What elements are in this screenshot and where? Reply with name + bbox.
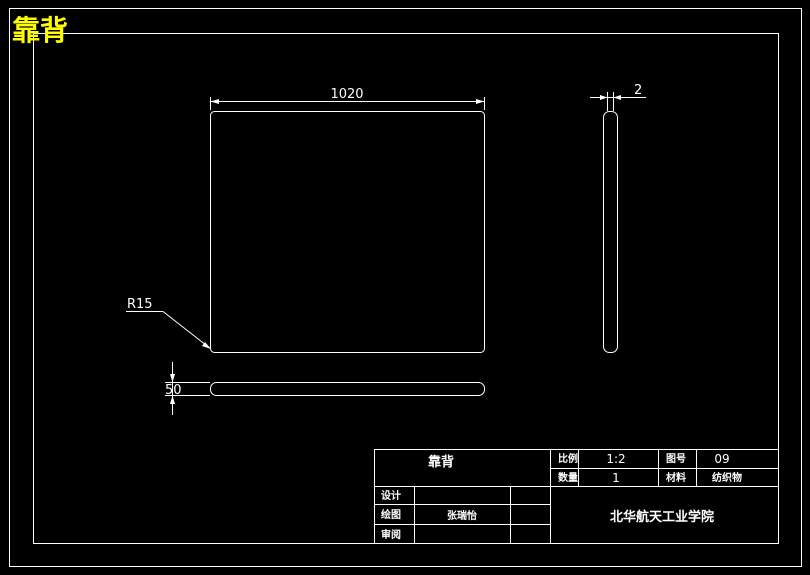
outer-border [9,8,802,567]
drawing-no-value: 09 [714,452,729,466]
thickness-dimension-text: 2 [634,83,642,98]
scale-value: 1:2 [606,452,625,466]
drawing-no-label: 图号 [666,453,686,465]
width-dimension-text: 1020 [330,87,363,102]
edge-height-dimension-text: 50 [165,383,182,398]
radius-leader: R15 [126,297,212,350]
drawing-title: 靠背 [12,14,68,47]
radius-dimension-text: R15 [127,297,153,312]
review-label: 审阅 [381,528,401,541]
material-value: 纺织物 [712,471,742,484]
side-view-bar [603,111,618,353]
inner-border [33,33,779,544]
edge-height-dimension: 50 [165,362,210,415]
material-label: 材料 [666,471,686,484]
design-label: 设计 [381,489,401,502]
part-name: 靠背 [428,454,454,470]
thickness-dimension: 2 [590,83,646,111]
drawn-label: 绘图 [381,508,401,521]
scale-label: 比例 [558,452,578,465]
title-block: 靠背 比例 1:2 图号 09 数量 1 材料 纺织物 设计 绘图 张瑞怡 审阅… [374,449,779,544]
quantity-value: 1 [612,471,620,485]
institution-name: 北华航天工业学院 [610,509,714,525]
drawn-by: 张瑞怡 [447,509,477,522]
width-dimension: 1020 [210,87,485,110]
front-view-plate [210,111,485,353]
bottom-view-edge [210,382,485,396]
quantity-label: 数量 [558,471,578,484]
